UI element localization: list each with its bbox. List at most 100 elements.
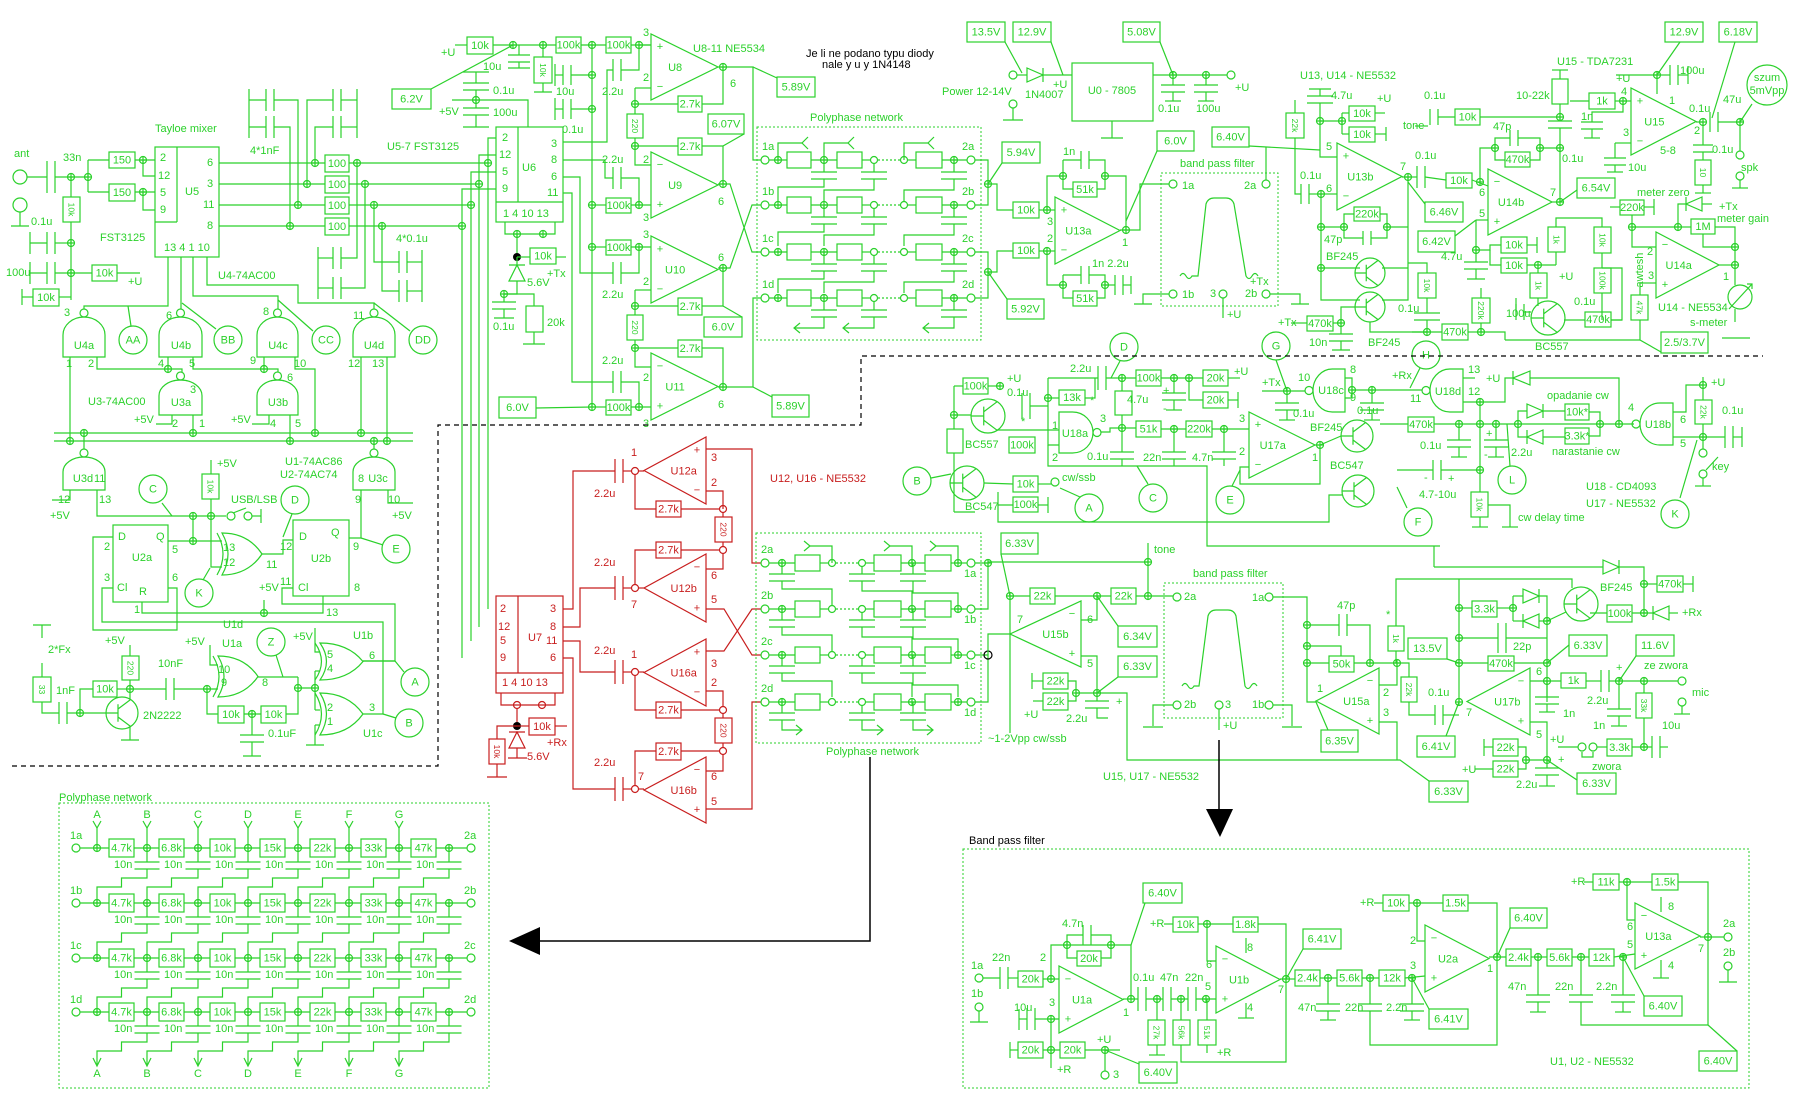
wire	[1411, 977, 1430, 1010]
op-amp: +−U17a	[1248, 411, 1317, 479]
wire	[1446, 658, 1460, 664]
section-title: Power 12-14V	[942, 86, 1012, 98]
capacitor-value: 4.7u	[1331, 90, 1352, 102]
capacitor-icon	[1669, 65, 1679, 85]
terminal	[1100, 1070, 1110, 1080]
annotation-label: 2*Fx	[48, 644, 71, 656]
wire	[1546, 759, 1578, 781]
net-label: +R	[1571, 876, 1585, 888]
op-amp-ref: U8	[668, 62, 682, 74]
resistor-value: 2.7k	[658, 705, 679, 717]
voltage-readout-outline	[1000, 532, 1039, 555]
wire	[277, 299, 314, 332]
wire	[1408, 702, 1435, 716]
resistor: 10k	[1445, 172, 1473, 189]
op-amp-ref: U12b	[671, 583, 697, 595]
gate-ref: U1d	[223, 619, 243, 631]
pin-number: 7	[1466, 707, 1472, 719]
port-label: 1a	[70, 830, 83, 842]
voltage-readout-outline	[1428, 1008, 1469, 1030]
resistor-value: 10k	[96, 268, 114, 280]
resistor: 100k	[605, 197, 632, 214]
op-amp: −+U11	[650, 352, 720, 421]
test-point-label: D	[1120, 342, 1128, 354]
xor-gate-icon	[216, 532, 263, 576]
net-label: +Rx	[1392, 370, 1412, 382]
capacitor-value: 100u	[1196, 103, 1220, 115]
voltage-readout-outline	[1142, 882, 1183, 904]
annotation-label: cw delay time	[1518, 512, 1585, 524]
resistor-value: 33k	[365, 898, 383, 910]
pin-number: 5	[1627, 939, 1633, 951]
wire	[348, 924, 400, 958]
wire	[206, 257, 375, 309]
resistor	[873, 600, 902, 618]
diode-icon	[1522, 588, 1541, 604]
wire	[504, 222, 556, 235]
capacitor-icon	[941, 263, 967, 272]
capacitor-icon	[941, 216, 967, 225]
capacitor-icon	[1416, 166, 1426, 188]
resistor-value: 22k	[1115, 591, 1133, 603]
capacitor-icon	[861, 309, 887, 318]
diode-icon	[1526, 403, 1545, 419]
voltage-readout-value: 6.40V	[1704, 1056, 1733, 1068]
terminal-label: Cl	[298, 582, 308, 594]
capacitor-icon	[1651, 736, 1661, 758]
wire	[706, 608, 761, 656]
input-polarity: −	[657, 159, 663, 171]
resistor-value: 10k	[206, 480, 216, 494]
resistor-outline	[309, 893, 336, 913]
passband-curve-icon	[1179, 197, 1259, 280]
wire	[926, 724, 934, 736]
voltage-readout: 6.33V	[1117, 655, 1158, 678]
capacitor-icon	[1434, 705, 1444, 725]
wire	[1619, 566, 1645, 613]
wire	[344, 820, 354, 830]
wire	[1047, 378, 1059, 446]
pin-number: 1	[66, 358, 72, 370]
wire	[912, 627, 959, 651]
terminal	[869, 200, 879, 210]
terminal	[760, 200, 770, 210]
wire	[997, 492, 1013, 506]
wire	[861, 720, 883, 731]
resistor	[836, 151, 863, 169]
port-label: 2b	[1723, 947, 1735, 959]
wire	[1494, 148, 1505, 161]
voltage-readout-outline	[1320, 729, 1359, 753]
voltage-readout-value: 6.41V	[1308, 934, 1337, 946]
capacitor-icon	[336, 861, 362, 870]
wire	[1476, 244, 1501, 251]
wire	[975, 654, 989, 703]
capacitor-value: 10n	[215, 1023, 233, 1035]
voltage-readout: 6.40V	[1211, 126, 1250, 148]
resistor: 220k	[1185, 420, 1213, 438]
wire	[722, 133, 745, 147]
resistor-value: 10k*	[1566, 407, 1589, 419]
port-label: 2a	[1723, 918, 1736, 930]
wire	[722, 305, 743, 318]
terminal	[1677, 676, 1687, 686]
terminal	[1008, 70, 1018, 80]
wire	[96, 979, 148, 1013]
test-point-label: A	[411, 677, 419, 689]
terminal	[760, 650, 770, 660]
net-label: tone	[1154, 544, 1175, 556]
pin-number: 13	[326, 607, 338, 619]
wire	[1270, 293, 1301, 304]
inverter-bubble	[1421, 385, 1431, 396]
test-point-circle	[118, 325, 148, 355]
resistor-outline	[677, 339, 703, 358]
input-polarity: −	[657, 360, 663, 372]
wire	[861, 627, 913, 651]
capacitor-value: 2.2u	[602, 355, 623, 367]
voltage-readout-value: 13.5V	[972, 27, 1001, 39]
resistor: 13k	[1058, 389, 1086, 406]
junction	[352, 158, 362, 168]
resistor-outline	[794, 693, 821, 711]
resistor-outline	[836, 196, 863, 214]
capacitor-icon	[811, 263, 837, 272]
terminal	[537, 700, 547, 710]
input-polarity: −	[1065, 973, 1071, 985]
